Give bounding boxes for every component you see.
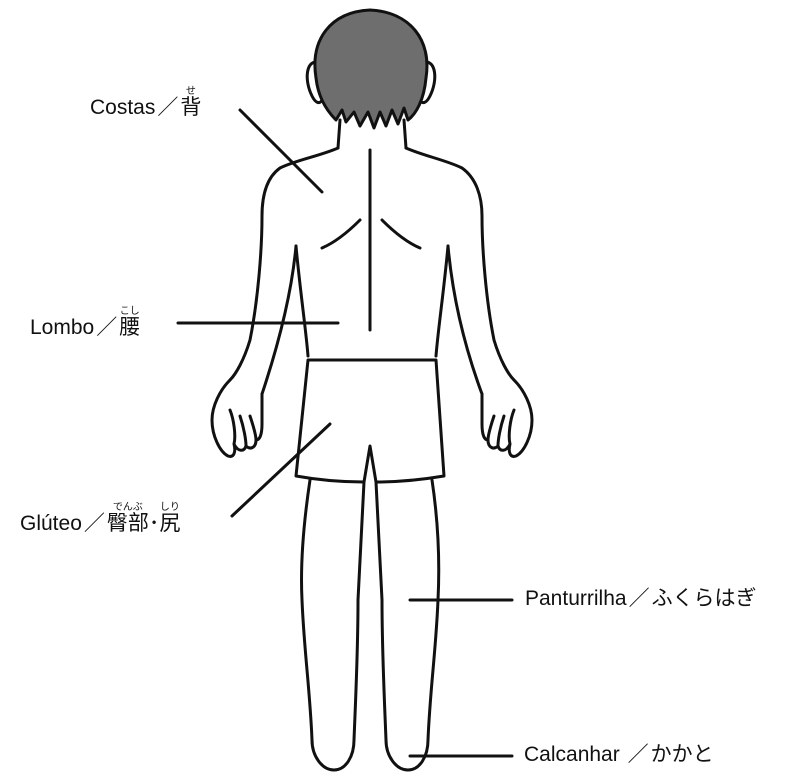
label-calf: Panturrilha／ふくらはぎ	[525, 588, 757, 609]
left-shoulder-blade	[322, 220, 360, 248]
label-back-jp: 背	[180, 96, 201, 119]
label-heel-sep: ／	[628, 743, 649, 766]
label-back-ruby: せ	[180, 86, 201, 97]
label-waist-ruby: こし	[119, 306, 140, 317]
left-hand	[212, 380, 262, 456]
hair	[315, 10, 427, 128]
label-heel-pt: Calcanhar	[524, 743, 620, 766]
label-glute-ruby1: でんぶ	[107, 502, 149, 513]
shorts	[296, 360, 444, 482]
label-back-sep: ／	[157, 96, 178, 119]
left-inner-arm	[262, 246, 296, 394]
right-inner-arm	[448, 246, 482, 394]
right-leg-outer	[428, 480, 439, 740]
leader-back	[240, 110, 322, 192]
right-hand	[482, 380, 532, 456]
right-waist	[436, 246, 448, 356]
label-heel-jp: かかと	[651, 743, 714, 766]
label-back-pt: Costas	[90, 96, 155, 119]
label-glute-jp1: 臀部	[107, 512, 149, 535]
label-calf-jp: ふくらはぎ	[652, 587, 757, 610]
right-leg-inner	[376, 482, 386, 740]
label-back: Costas／背せ	[90, 86, 201, 118]
label-waist-jp: 腰	[119, 316, 140, 339]
label-waist-pt: Lombo	[30, 316, 94, 339]
left-foot	[312, 740, 354, 770]
label-glute: Glúteo／臀部でんぶ･尻しり	[20, 502, 180, 534]
left-leg-inner	[354, 482, 364, 740]
label-glute-dot: ･	[149, 512, 160, 535]
label-calf-sep: ／	[629, 587, 650, 610]
label-heel: Calcanhar ／かかと	[524, 744, 714, 765]
label-glute-jp2: 尻	[159, 512, 180, 535]
torso-outline	[230, 148, 514, 380]
label-glute-sep: ／	[84, 512, 105, 535]
left-waist	[296, 246, 308, 356]
label-calf-pt: Panturrilha	[525, 587, 627, 610]
label-glute-ruby2: しり	[159, 502, 180, 513]
label-waist-sep: ／	[96, 316, 117, 339]
left-leg-outer	[301, 480, 312, 740]
right-shoulder-blade	[382, 220, 420, 248]
label-glute-pt: Glúteo	[20, 512, 82, 535]
label-waist: Lombo／腰こし	[30, 306, 140, 338]
